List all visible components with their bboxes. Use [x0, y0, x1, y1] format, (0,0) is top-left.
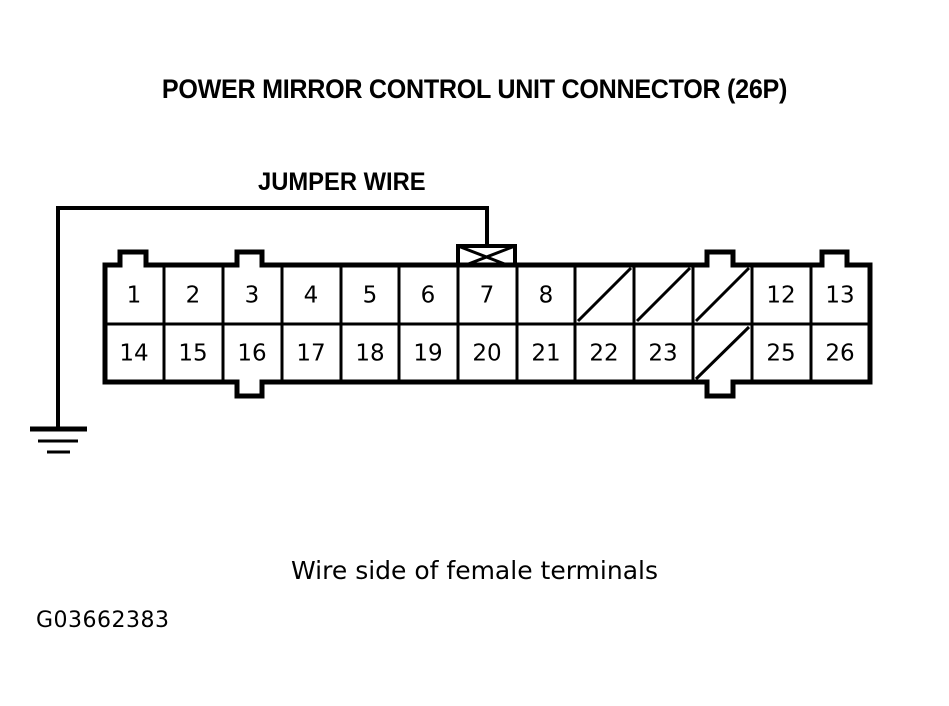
pin-label: 6 [421, 283, 436, 309]
pin-label: 17 [296, 341, 325, 367]
pin-label: 7 [480, 283, 495, 309]
figure-code: G03662383 [36, 608, 170, 633]
pin-label: 1 [127, 283, 142, 309]
pin-label: 18 [355, 341, 384, 367]
pin-label: 23 [648, 341, 677, 367]
cell-dividers [162, 265, 813, 382]
unused-cavity-slashes [576, 266, 751, 381]
pin-label: 8 [539, 283, 554, 309]
pin-label: 16 [237, 341, 266, 367]
pin-label: 15 [178, 341, 207, 367]
pin-label: 3 [245, 283, 260, 309]
pin-label: 12 [766, 283, 795, 309]
pin-label: 5 [363, 283, 378, 309]
pin-label: 26 [825, 341, 854, 367]
jumper-wire-path [56, 206, 489, 428]
pin-label: 4 [304, 283, 319, 309]
pin-label: 22 [589, 341, 618, 367]
page-title: POWER MIRROR CONTROL UNIT CONNECTOR (26P… [161, 74, 788, 104]
pin-label: 25 [766, 341, 795, 367]
jumper-wire-label: JUMPER WIRE [258, 168, 426, 196]
top-row-numbers: 1 2 3 4 5 6 7 8 12 13 [127, 283, 855, 309]
pin-label: 2 [186, 283, 201, 309]
pin-label: 19 [413, 341, 442, 367]
pin-label: 13 [825, 283, 854, 309]
pin-label: 14 [119, 341, 148, 367]
ground-symbol [30, 426, 87, 454]
pin-label: 21 [531, 341, 560, 367]
pin-label: 20 [472, 341, 501, 367]
bottom-row-numbers: 14 15 16 17 18 19 20 21 22 23 25 26 [119, 341, 854, 367]
figure-caption: Wire side of female terminals [291, 556, 658, 585]
